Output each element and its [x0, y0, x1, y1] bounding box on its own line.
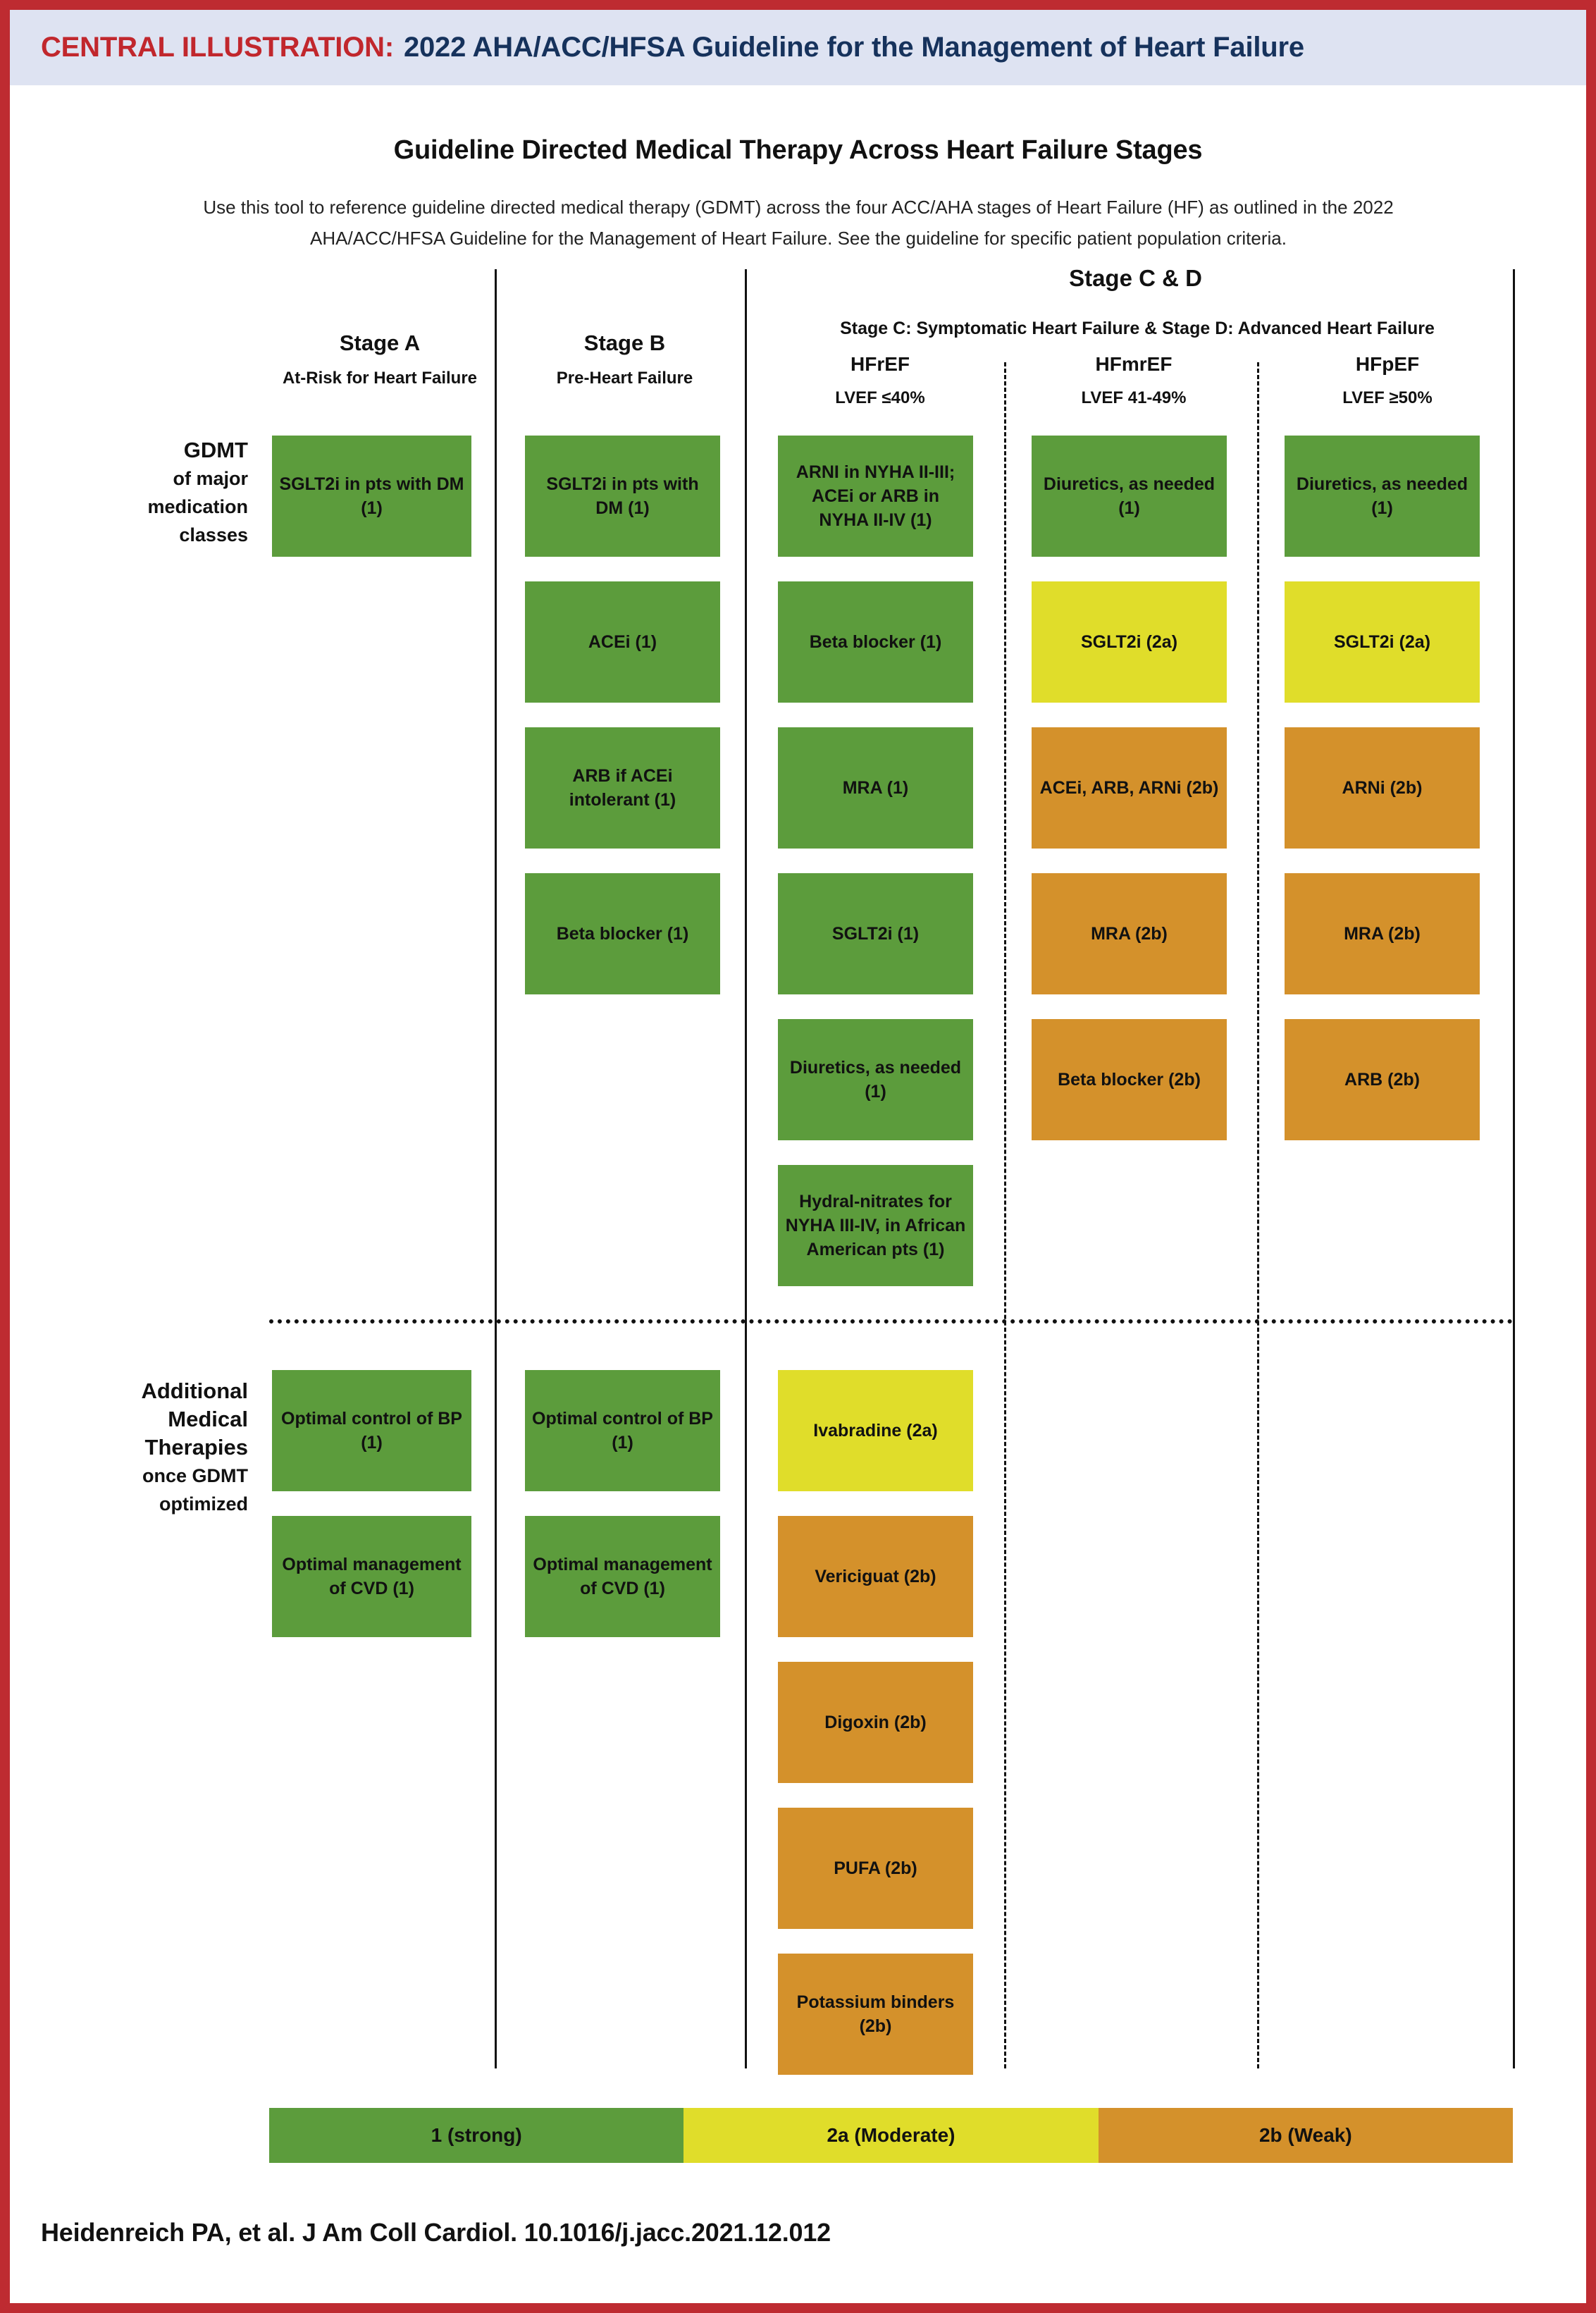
divider-hfmref-hfpef	[1257, 362, 1259, 2068]
hfpef-label: HFpEF	[1355, 353, 1420, 375]
hfref-label: HFrEF	[850, 353, 910, 375]
therapy-box: ACEi, ARB, ARNi (2b)	[1032, 727, 1227, 849]
illustration-page: CENTRAL ILLUSTRATION: 2022 AHA/ACC/HFSA …	[10, 10, 1586, 2303]
therapy-box: ARB (2b)	[1285, 1019, 1480, 1140]
hfpef-sublabel: LVEF ≥50%	[1342, 388, 1433, 407]
therapy-box: SGLT2i (2a)	[1285, 581, 1480, 703]
therapy-box: MRA (2b)	[1285, 873, 1480, 994]
additional-label-line-5: optimized	[159, 1493, 248, 1515]
additional-label-line-4: once GDMT	[142, 1465, 248, 1486]
therapy-box: Potassium binders (2b)	[778, 1954, 973, 2075]
stage-a-label: Stage A	[339, 331, 421, 355]
therapy-box: MRA (1)	[778, 727, 973, 849]
page-title: Guideline Directed Medical Therapy Acros…	[393, 135, 1203, 165]
hfmref-label: HFmrEF	[1095, 353, 1173, 375]
therapy-box: Beta blocker (2b)	[1032, 1019, 1227, 1140]
column-header-stage-a: Stage A At-Risk for Heart Failure	[264, 331, 496, 388]
therapy-box: ARB if ACEi intolerant (1)	[525, 727, 720, 849]
hfmref-sublabel: LVEF 41-49%	[1081, 388, 1187, 407]
section-divider-dotted	[269, 1319, 1513, 1324]
therapy-box: Digoxin (2b)	[778, 1662, 973, 1783]
therapy-box: SGLT2i in pts with DM (1)	[272, 436, 471, 557]
therapy-box: Beta blocker (1)	[525, 873, 720, 994]
stage-b-label: Stage B	[583, 331, 666, 355]
divider-stage-b-cd	[745, 269, 747, 2068]
therapy-box: Diuretics, as needed (1)	[1285, 436, 1480, 557]
subtitle-line-2: AHA/ACC/HFSA Guideline for the Managemen…	[310, 228, 1287, 249]
column-header-hfref: HFrEF LVEF ≤40%	[757, 353, 1003, 408]
therapy-box: ARNi (2b)	[1285, 727, 1480, 849]
legend-class-2a: 2a (Moderate)	[683, 2108, 1099, 2163]
additional-label-line-1: Additional	[141, 1378, 248, 1403]
additional-label-line-2: Medical	[168, 1407, 248, 1431]
legend-class-2b: 2b (Weak)	[1098, 2108, 1513, 2163]
column-header-stage-b: Stage B Pre-Heart Failure	[503, 331, 746, 388]
stage-cd-group-subtitle: Stage C: Symptomatic Heart Failure & Sta…	[840, 319, 1435, 338]
therapy-box: SGLT2i (2a)	[1032, 581, 1227, 703]
gdmt-label-line-1: GDMT	[183, 438, 248, 462]
row-label-additional-therapies: Additional Medical Therapies once GDMT o…	[66, 1377, 248, 1518]
therapy-box: Optimal management of CVD (1)	[525, 1516, 720, 1637]
legend-bar: 1 (strong) 2a (Moderate) 2b (Weak)	[269, 2108, 1513, 2163]
divider-stage-a-b	[495, 269, 497, 2068]
stage-a-sublabel: At-Risk for Heart Failure	[282, 369, 478, 388]
therapy-box: Diuretics, as needed (1)	[1032, 436, 1227, 557]
divider-right-edge	[1513, 269, 1515, 2068]
divider-hfref-hfmref	[1004, 362, 1006, 2068]
therapy-box: Beta blocker (1)	[778, 581, 973, 703]
gdmt-label-line-4: classes	[179, 524, 248, 545]
therapy-box: Hydral-nitrates for NYHA III-IV, in Afri…	[778, 1165, 973, 1286]
column-header-hfpef: HFpEF LVEF ≥50%	[1264, 353, 1511, 408]
gdmt-label-line-3: medication	[147, 496, 248, 517]
stage-cd-group-title: Stage C & D	[1069, 265, 1202, 291]
guideline-title: 2022 AHA/ACC/HFSA Guideline for the Mana…	[403, 32, 1304, 63]
therapy-box: MRA (2b)	[1032, 873, 1227, 994]
therapy-box: SGLT2i (1)	[778, 873, 973, 994]
therapy-box: Ivabradine (2a)	[778, 1370, 973, 1491]
therapy-box: ARNI in NYHA II-III; ACEi or ARB in NYHA…	[778, 436, 973, 557]
therapy-box: ACEi (1)	[525, 581, 720, 703]
page-subtitle: Use this tool to reference guideline dir…	[131, 192, 1466, 254]
additional-label-line-3: Therapies	[144, 1435, 248, 1460]
therapy-box: Vericiguat (2b)	[778, 1516, 973, 1637]
legend-class-1: 1 (strong)	[269, 2108, 684, 2163]
therapy-box: SGLT2i in pts with DM (1)	[525, 436, 720, 557]
central-illustration-label: CENTRAL ILLUSTRATION:	[41, 32, 394, 63]
header-band: CENTRAL ILLUSTRATION: 2022 AHA/ACC/HFSA …	[10, 10, 1586, 85]
stage-b-sublabel: Pre-Heart Failure	[556, 369, 693, 388]
hfref-sublabel: LVEF ≤40%	[835, 388, 925, 407]
therapy-box: Optimal management of CVD (1)	[272, 1516, 471, 1637]
column-header-hfmref: HFmrEF LVEF 41-49%	[1010, 353, 1257, 408]
therapy-box: PUFA (2b)	[778, 1808, 973, 1929]
citation-footer: Heidenreich PA, et al. J Am Coll Cardiol…	[41, 2218, 831, 2247]
therapy-box: Diuretics, as needed (1)	[778, 1019, 973, 1140]
therapy-box: Optimal control of BP (1)	[525, 1370, 720, 1491]
therapy-box: Optimal control of BP (1)	[272, 1370, 471, 1491]
row-label-gdmt: GDMT of major medication classes	[80, 436, 248, 549]
gdmt-label-line-2: of major	[173, 468, 248, 489]
subtitle-line-1: Use this tool to reference guideline dir…	[203, 197, 1394, 218]
